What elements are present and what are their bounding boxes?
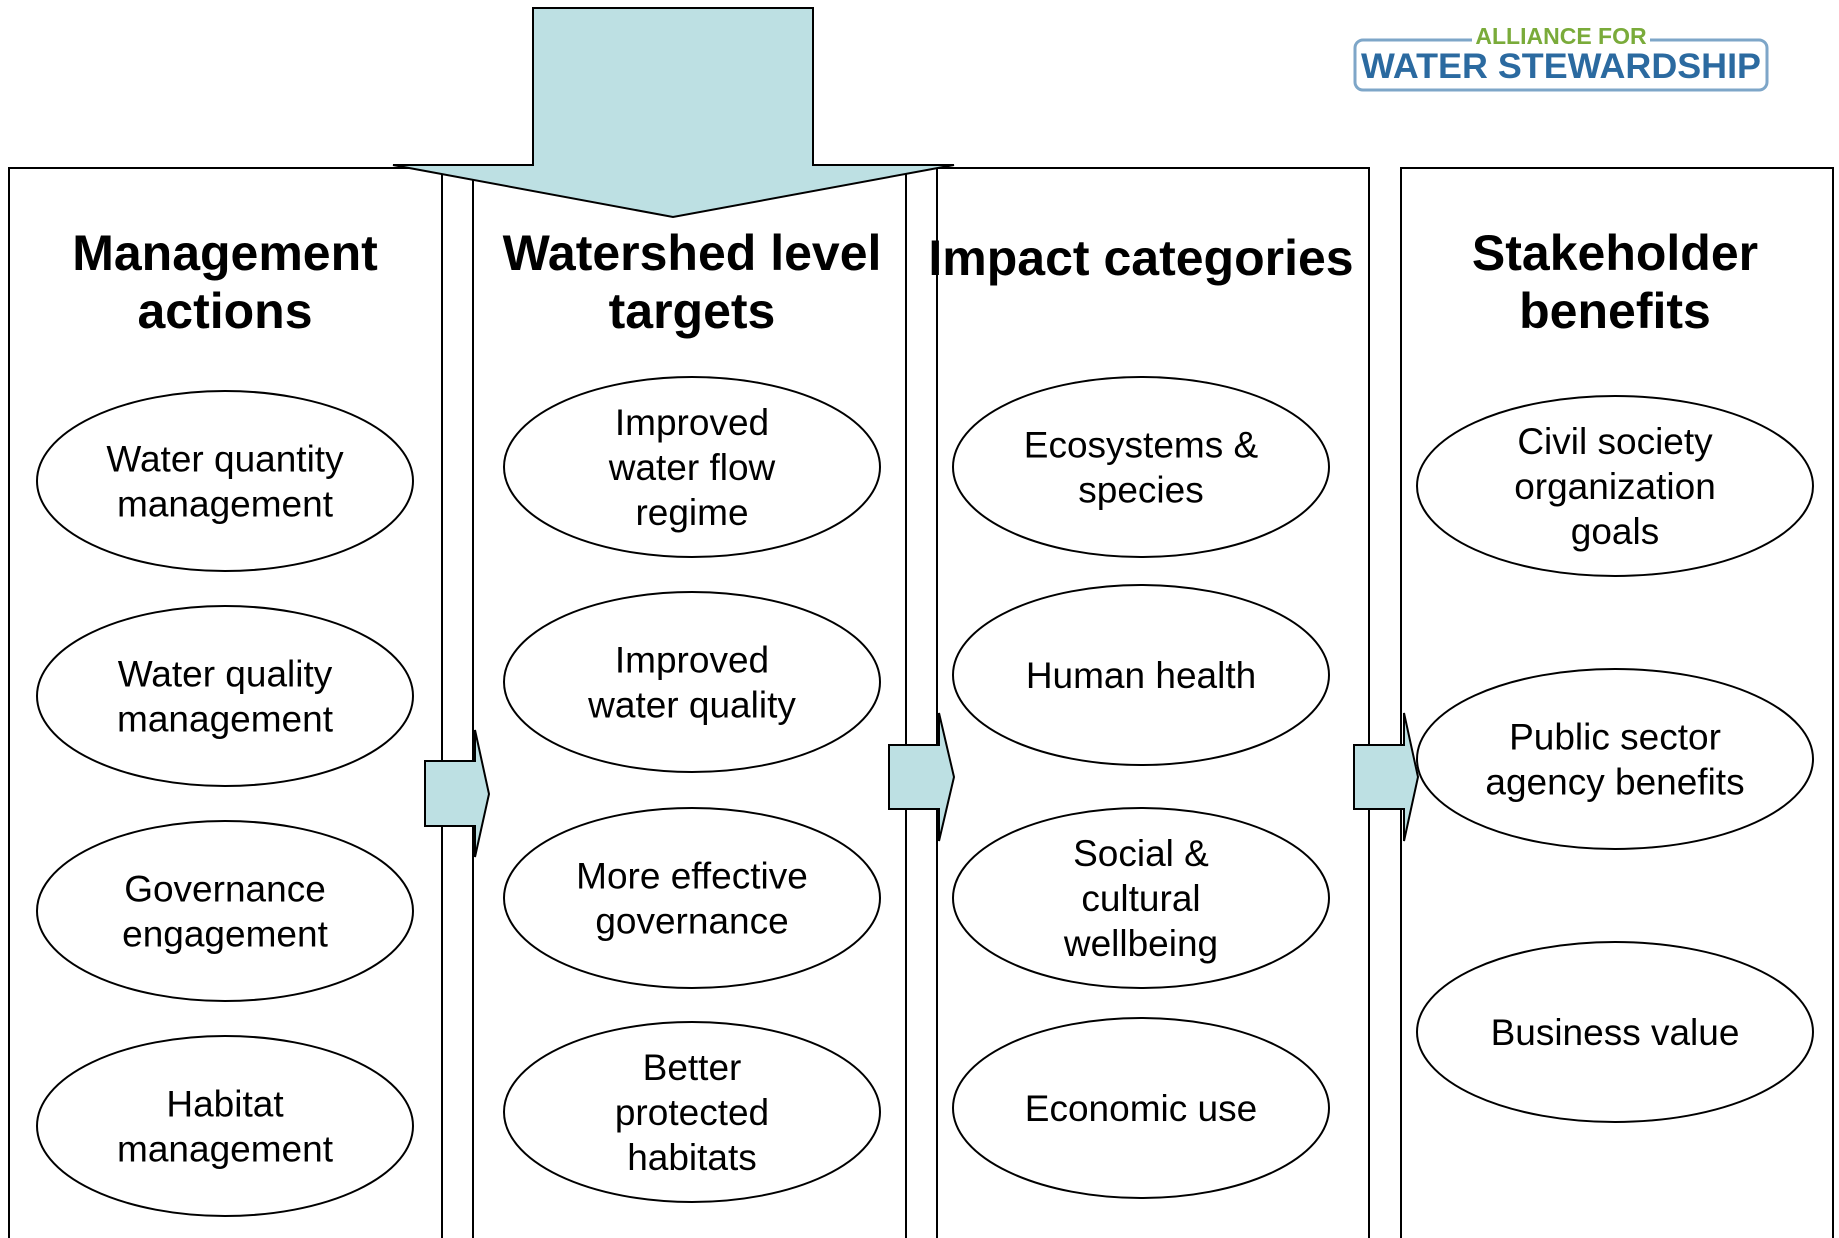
node-label: Ecosystems &species (1024, 424, 1259, 510)
node-label-line: agency benefits (1485, 761, 1744, 802)
node-label-line: species (1078, 469, 1203, 510)
node-ellipse (503, 1021, 881, 1203)
node-label: Economic use (1025, 1088, 1257, 1129)
logo-main-text: WATER STEWARDSHIP (1361, 47, 1761, 86)
node-label-line: habitats (627, 1137, 757, 1178)
arrow-to-watershed-targets (424, 729, 491, 858)
node-label-line: Water quality (118, 653, 333, 694)
alliance-logo: ALLIANCE FOR WATER STEWARDSHIP (1353, 23, 1769, 92)
arrow-to-impact-categories (888, 712, 956, 842)
node-ellipse (503, 807, 881, 989)
node-ellipse (1416, 395, 1814, 577)
node-label-line: Business value (1491, 1012, 1740, 1053)
node-ellipse (952, 807, 1330, 989)
node-label-line: cultural (1081, 878, 1200, 919)
node-label-line: Human health (1026, 655, 1256, 696)
column-title-line: benefits (1519, 283, 1711, 339)
node-label-line: Ecosystems & (1024, 424, 1259, 465)
node-label: Human health (1026, 655, 1256, 696)
node-label-line: Water quantity (106, 438, 344, 479)
node-ellipse (36, 390, 414, 572)
node-2-1: Human health (952, 584, 1330, 766)
node-label-line: organization (1514, 466, 1716, 507)
column-title-2: Impact categories (928, 230, 1353, 286)
node-ellipse (1416, 668, 1814, 850)
input-down-arrow (392, 7, 955, 219)
node-label-line: Social & (1073, 833, 1209, 874)
node-label-line: Public sector (1509, 716, 1721, 757)
node-label-line: goals (1571, 511, 1659, 552)
node-ellipse (36, 605, 414, 787)
node-label-line: water flow (608, 447, 776, 488)
node-label: Business value (1491, 1012, 1740, 1053)
node-2-0: Ecosystems &species (952, 376, 1330, 558)
node-label-line: management (117, 698, 334, 739)
node-label-line: water quality (587, 684, 796, 725)
node-ellipse (952, 1017, 1330, 1199)
node-label-line: wellbeing (1063, 923, 1218, 964)
column-title-line: Impact categories (928, 230, 1353, 286)
node-label-line: Civil society (1517, 421, 1713, 462)
node-label-line: Improved (615, 639, 769, 680)
column-title-line: Management (72, 225, 378, 281)
node-ellipse (952, 584, 1330, 766)
node-label-line: Economic use (1025, 1088, 1257, 1129)
column-title-line: targets (609, 283, 776, 339)
node-ellipse (503, 376, 881, 558)
column-title-line: Stakeholder (1472, 225, 1758, 281)
node-2-3: Economic use (952, 1017, 1330, 1199)
logo-top-text: ALLIANCE FOR (1475, 23, 1647, 49)
node-label-line: governance (595, 900, 788, 941)
node-ellipse (36, 820, 414, 1002)
column-title-line: actions (137, 283, 312, 339)
node-label-line: More effective (576, 855, 808, 896)
node-ellipse (503, 591, 881, 773)
node-label-line: engagement (122, 913, 328, 954)
node-label-line: protected (615, 1092, 769, 1133)
node-label-line: Habitat (166, 1083, 284, 1124)
node-label-line: regime (635, 492, 748, 533)
node-ellipse (1416, 941, 1814, 1123)
node-ellipse (36, 1035, 414, 1217)
node-ellipse (952, 376, 1330, 558)
node-3-2: Business value (1416, 941, 1814, 1123)
node-label-line: management (117, 1128, 334, 1169)
node-label-line: Better (643, 1047, 742, 1088)
node-label-line: Improved (615, 402, 769, 443)
column-title-line: Watershed level (503, 225, 882, 281)
node-label-line: Governance (124, 868, 326, 909)
arrow-to-stakeholder-benefits (1353, 712, 1420, 842)
node-label-line: management (117, 483, 334, 524)
